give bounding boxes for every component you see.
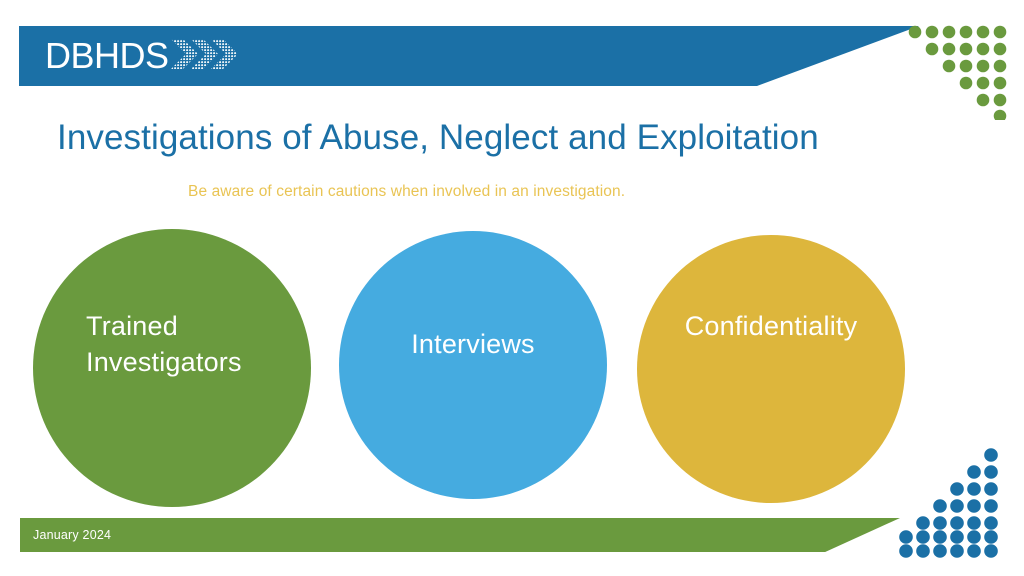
concept-circle-trained-investigators[interactable]: Trained Investigators [33,229,311,507]
concept-circle-label: Trained Investigators [86,311,242,377]
footer-banner [20,518,900,552]
triple-chevron-right-icon [170,37,238,76]
logo-wordmark: DBHDS [45,35,169,76]
concept-circle-interviews[interactable]: Interviews [339,231,607,499]
green-dot-triangle [908,24,1012,125]
footer-date: January 2024 [33,528,112,542]
page-subtitle: Be aware of certain cautions when involv… [188,183,626,200]
blue-dot-triangle [882,447,1006,564]
page-title: Investigations of Abuse, Neglect and Exp… [57,118,819,157]
concept-circle-label: Confidentiality [684,311,858,341]
header-banner [19,26,919,86]
concept-circle-label: Interviews [411,329,535,359]
concept-circle-confidentiality[interactable]: Confidentiality [637,235,905,503]
dbhds-logo: DBHDS [45,32,238,80]
